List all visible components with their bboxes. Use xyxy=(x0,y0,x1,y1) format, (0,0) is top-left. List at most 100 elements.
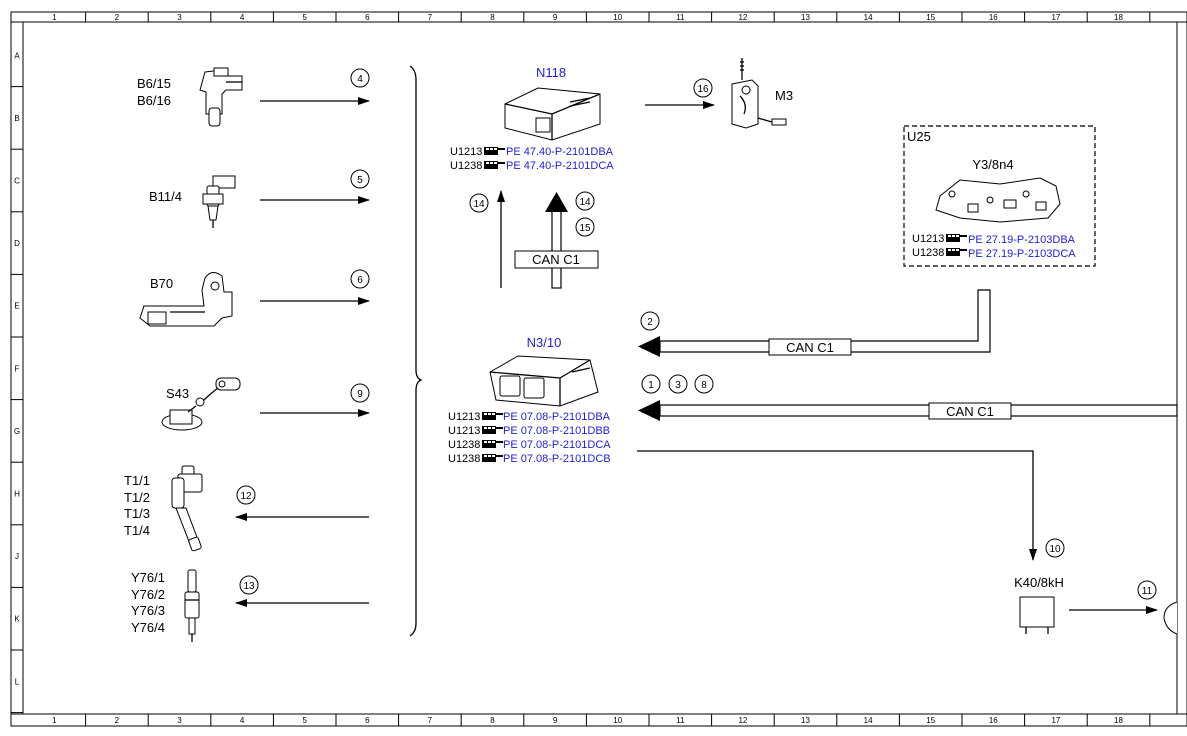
circle-5-text: 5 xyxy=(357,175,363,186)
m3-fuel-pump-icon xyxy=(731,58,787,129)
m3-label: M3 xyxy=(775,88,793,103)
b6-label-1: B6/15 xyxy=(137,76,171,91)
u25-ref1-doc[interactable]: PE 27.19-P-2103DBA xyxy=(968,234,1076,246)
grid-row-label: J xyxy=(15,552,19,561)
grid-column-label: 9 xyxy=(553,716,558,725)
y76-label-4: Y76/4 xyxy=(131,620,165,635)
n3-title: N3/10 xyxy=(527,335,562,350)
grid-column-label: 13 xyxy=(801,13,810,22)
grid-column-label: 16 xyxy=(989,716,998,725)
circle-13 xyxy=(239,575,259,595)
t1-label-3: T1/3 xyxy=(124,506,150,521)
grid-column-label: 8 xyxy=(490,716,495,725)
b6-label-2: B6/16 xyxy=(137,93,171,108)
circle-4-text: 4 xyxy=(357,74,363,85)
grid-column-label: 9 xyxy=(553,13,558,22)
n3-ref4-code: U1238 xyxy=(448,453,480,465)
n118-module-icon xyxy=(504,87,601,141)
lower-can-label: CAN C1 xyxy=(946,404,994,419)
grid-column-label: 13 xyxy=(801,716,810,725)
u25-dashed-box xyxy=(903,125,1096,267)
grid-column-label: 16 xyxy=(989,13,998,22)
circle-8-text: 8 xyxy=(701,380,707,391)
n3-ref2-code: U1213 xyxy=(448,425,480,437)
y3-title: Y3/8n4 xyxy=(972,157,1013,172)
grid-column-label: 3 xyxy=(177,716,182,725)
upper-can-label: CAN C1 xyxy=(786,340,834,355)
b11-label: B11/4 xyxy=(149,189,182,204)
s43-label: S43 xyxy=(166,386,189,401)
grid-column-label: 11 xyxy=(676,13,685,22)
circle-6-text: 6 xyxy=(357,275,363,286)
grid-column-label: 17 xyxy=(1051,716,1060,725)
y3-valve-body-icon xyxy=(935,177,1061,223)
circle-12 xyxy=(236,485,256,505)
grid-column-label: 14 xyxy=(864,13,873,22)
circle-9 xyxy=(350,383,370,403)
s43-switch-icon xyxy=(161,377,241,431)
u25-can-link xyxy=(638,289,991,357)
n3-ecu-icon xyxy=(489,355,599,407)
n118-can-box xyxy=(514,250,599,269)
b70-label: B70 xyxy=(150,276,173,291)
grid-row-label: L xyxy=(15,677,20,686)
grid-row-label: F xyxy=(15,364,20,373)
circle-14-left xyxy=(469,193,489,213)
n3-ref3-doc[interactable]: PE 07.08-P-2101DCA xyxy=(503,439,611,451)
circle-14-right-text: 14 xyxy=(579,197,591,208)
u25-ref2-doc[interactable]: PE 27.19-P-2103DCA xyxy=(968,248,1076,260)
circle-15 xyxy=(575,217,595,237)
b11-sensor-icon xyxy=(202,175,236,228)
circle-8 xyxy=(694,374,714,394)
t1-label-4: T1/4 xyxy=(124,523,150,538)
n3-ref1-code: U1213 xyxy=(448,411,480,423)
circle-11-text: 11 xyxy=(1142,586,1153,597)
grid-row-label: A xyxy=(14,51,20,60)
reference-hand-icon xyxy=(482,412,503,420)
n118-ref1-doc[interactable]: PE 47.40-P-2101DBA xyxy=(506,146,614,158)
n118-ref1-code: U1213 xyxy=(450,146,482,158)
y76-injector-icon xyxy=(184,569,200,642)
circle-1 xyxy=(641,374,661,394)
circle-12-text: 12 xyxy=(240,491,252,502)
u25-ref2-code: U1238 xyxy=(912,247,944,259)
circle-3-text: 3 xyxy=(675,380,681,391)
grid-row-label: H xyxy=(14,490,20,499)
circle-2-text: 2 xyxy=(647,317,653,328)
circle-4 xyxy=(350,68,370,88)
circle-11 xyxy=(1137,580,1157,600)
grid-column-label: 18 xyxy=(1114,13,1123,22)
circle-9-text: 9 xyxy=(357,389,363,400)
lower-can-link xyxy=(638,400,1178,421)
grid-column-label: 11 xyxy=(676,716,685,725)
lower-can-box xyxy=(928,402,1012,420)
n3-ref4-doc[interactable]: PE 07.08-P-2101DCB xyxy=(503,453,611,465)
y76-label-3: Y76/3 xyxy=(131,603,165,618)
y76-label-1: Y76/1 xyxy=(131,570,165,585)
grid-column-label: 10 xyxy=(613,13,622,22)
grid-row-label: K xyxy=(14,615,20,624)
circle-13-text: 13 xyxy=(243,581,255,592)
n118-ref2-doc[interactable]: PE 47.40-P-2101DCA xyxy=(506,160,614,172)
grid-row-label: C xyxy=(14,177,20,186)
circle-15-text: 15 xyxy=(579,223,591,234)
n118-can-bus-up-arrow xyxy=(545,192,568,289)
grid-column-label: 6 xyxy=(365,716,370,725)
grid-row-label: G xyxy=(14,427,20,436)
n3-ref3-code: U1238 xyxy=(448,439,480,451)
n3-ref1-doc[interactable]: PE 07.08-P-2101DBA xyxy=(503,411,611,423)
reference-hand-icon xyxy=(482,426,503,434)
k40-relay-icon xyxy=(1019,596,1055,634)
circle-3 xyxy=(668,374,688,394)
circle-10-text: 10 xyxy=(1049,544,1061,555)
n3-ref2-doc[interactable]: PE 07.08-P-2101DBB xyxy=(503,425,610,437)
grid-column-label: 8 xyxy=(490,13,495,22)
circle-2 xyxy=(640,311,660,331)
circle-1-text: 1 xyxy=(648,380,654,391)
reference-hand-icon xyxy=(484,147,505,155)
t1-ignition-coil-icon xyxy=(171,465,203,552)
grid-column-label: 6 xyxy=(365,13,370,22)
n118-can-label: CAN C1 xyxy=(532,252,580,267)
